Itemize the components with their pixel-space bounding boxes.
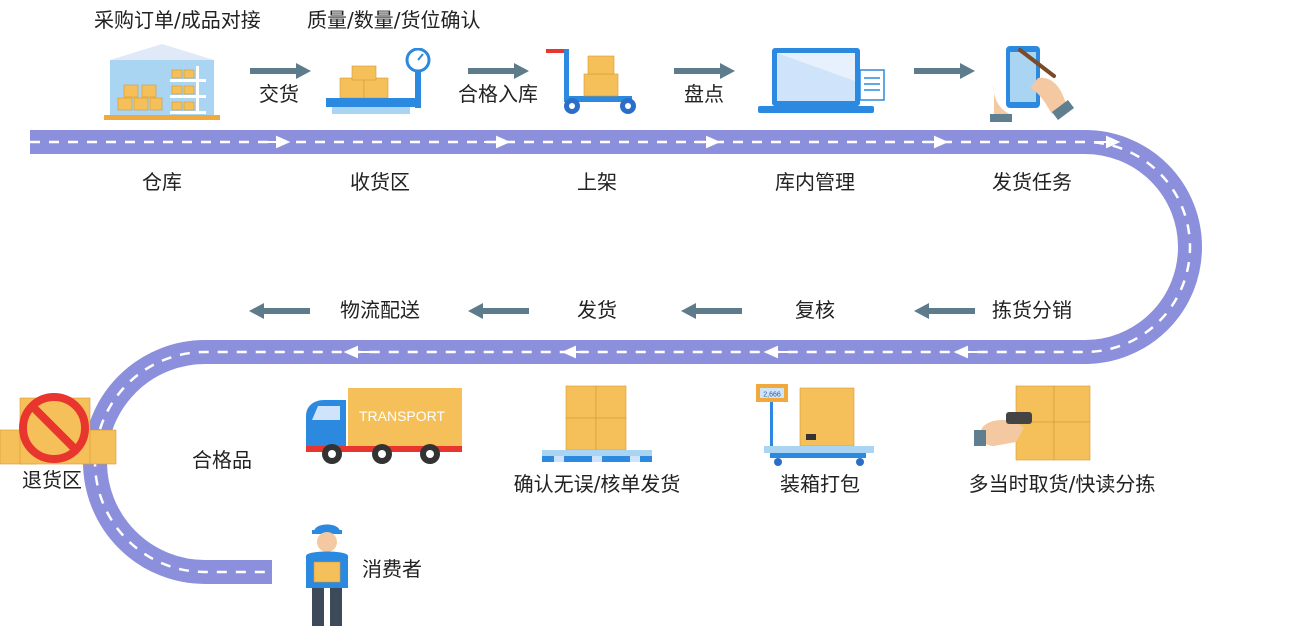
packing-scale-icon: 2,666 [756,384,874,466]
station-receiving-area: 收货区 [350,170,410,194]
arrow-label-qualified-storage: 合格入库 [458,82,538,106]
step-logistics: 物流配送 [340,298,420,322]
road-direction-arrows [111,135,1192,359]
step-picking-distribution: 拣货分销 [992,298,1072,322]
consumer-icon [306,524,348,626]
scanner-hand-icon [974,385,1091,461]
truck-icon: TRANSPORT [306,388,462,464]
note-quality-check: 质量/数量/货位确认 [307,8,481,32]
station-warehouse: 仓库 [142,170,182,194]
flow-arrow-picking [914,303,975,319]
flow-arrow-review [681,303,742,319]
laptop-icon [758,48,885,113]
scale-display: 2,666 [763,392,781,399]
station-packing: 装箱打包 [780,472,860,496]
note-purchase-order: 采购订单/成品对接 [94,8,261,32]
flow-arrow-handover [250,63,311,79]
arrow-label-stock-check: 盘点 [684,82,724,106]
warehouse-icon [104,44,220,120]
station-return-area: 退货区 [22,468,82,492]
phone-hand-icon [990,46,1074,122]
station-dispatch-task: 发货任务 [992,170,1072,194]
flow-arrow-stock-check [674,63,735,79]
truck-transport-text: TRANSPORT [359,408,446,424]
hand-truck-icon [546,49,636,114]
no-return-icon [0,393,117,465]
label-consumer: 消费者 [362,557,422,581]
label-qualified-goods: 合格品 [192,448,252,472]
station-shelving: 上架 [577,170,617,194]
step-ship: 发货 [577,298,617,322]
scale-icon [326,48,431,114]
station-multi-picking: 多当时取货/快读分拣 [968,472,1156,496]
step-review: 复核 [795,298,835,322]
flow-arrow-ship [468,303,529,319]
flow-arrow-logistics [249,303,310,319]
station-confirm-ship: 确认无误/核单发货 [513,472,681,496]
pallet-icon [542,385,652,462]
station-inventory-mgmt: 库内管理 [775,170,855,194]
arrow-label-handover: 交货 [259,82,299,106]
flow-arrow-to-dispatch [914,63,975,79]
flow-arrow-qualified [468,63,529,79]
